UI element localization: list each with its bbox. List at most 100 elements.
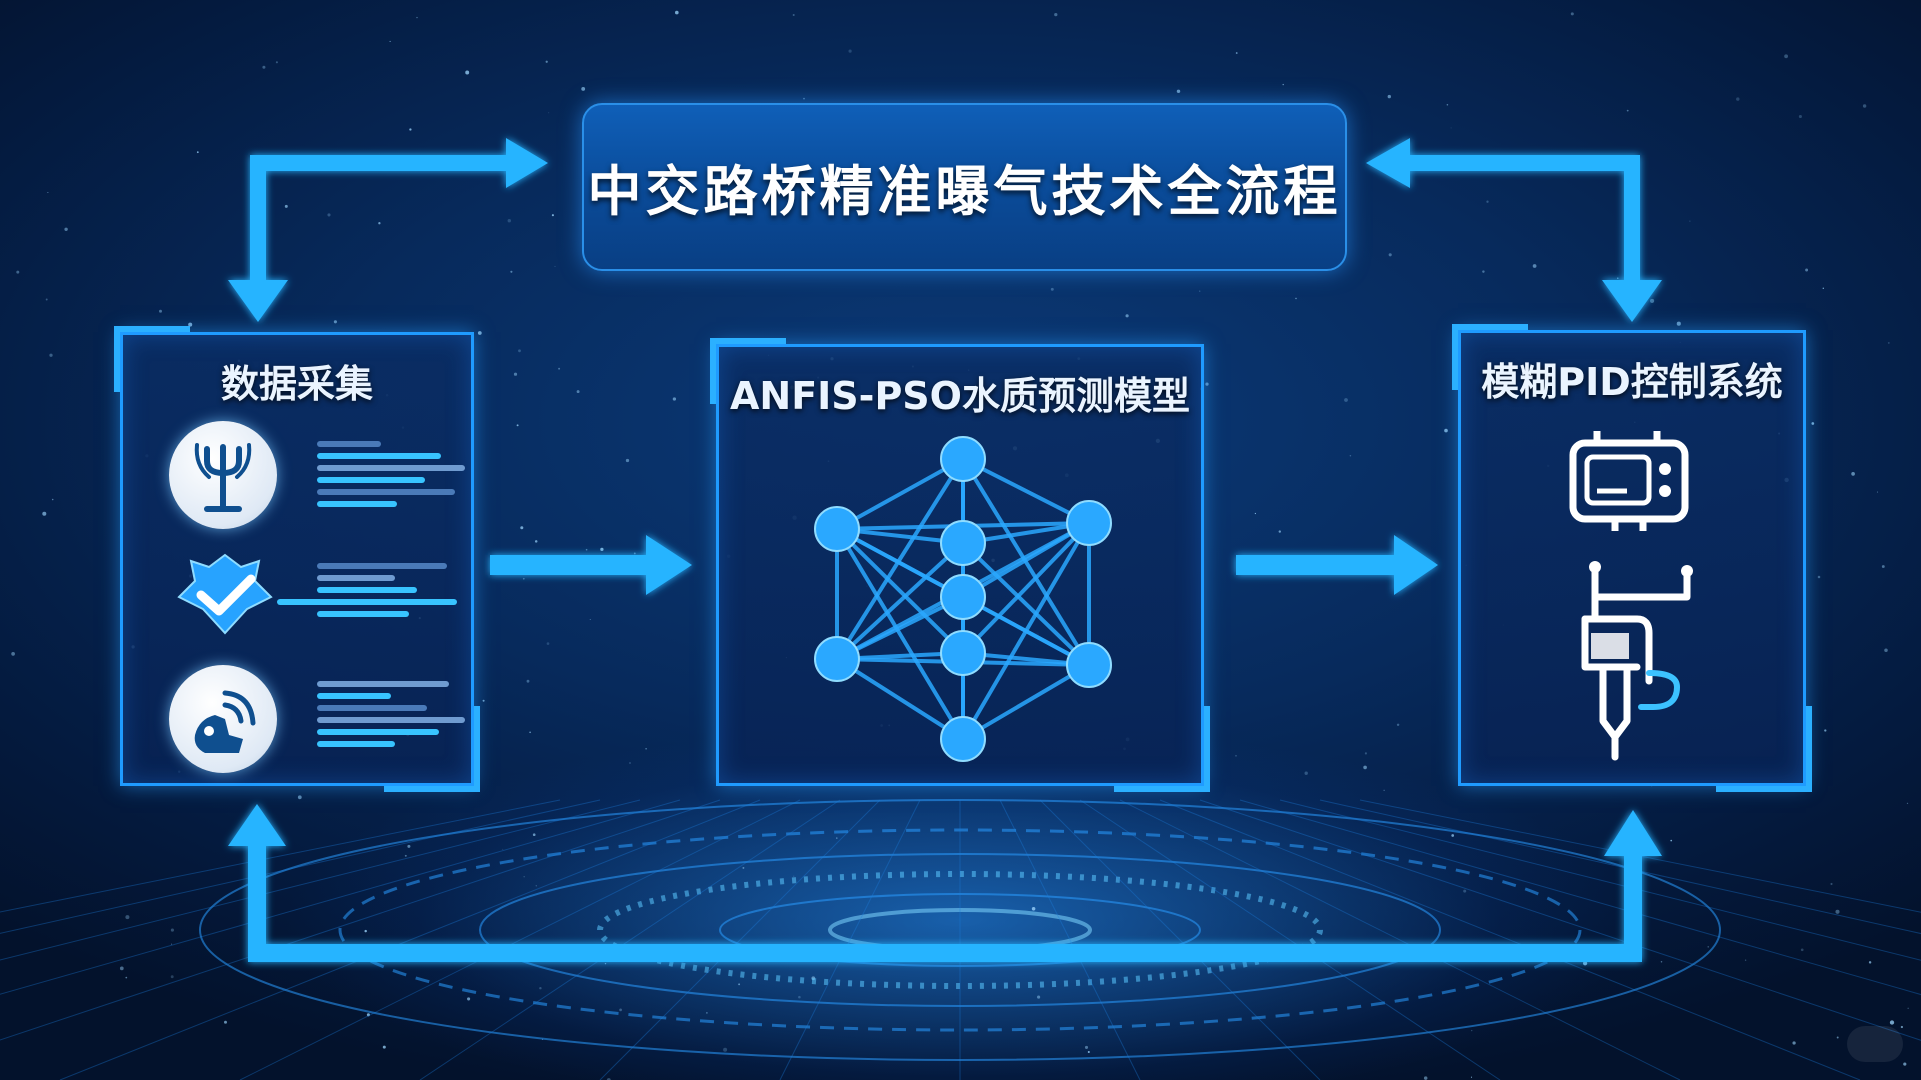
star-decoration	[539, 986, 542, 990]
star-decoration	[793, 875, 795, 877]
star-decoration	[477, 331, 482, 335]
star-decoration	[1388, 253, 1392, 257]
star-decoration	[1383, 789, 1385, 791]
network-edge	[961, 663, 1091, 741]
star-decoration	[1446, 103, 1449, 106]
star-decoration	[1830, 882, 1833, 886]
network-edge	[836, 457, 964, 531]
panel-title-control: 模糊PID控制系统	[1481, 360, 1783, 404]
grid-line-decoration	[1039, 799, 1321, 1080]
star-decoration	[1582, 961, 1588, 966]
network-node	[1066, 500, 1112, 546]
grid-line-decoration	[1239, 799, 1921, 996]
star-decoration	[535, 885, 537, 887]
star-decoration	[520, 526, 524, 530]
network-node	[814, 636, 860, 682]
network-edge	[961, 521, 1091, 655]
star-decoration	[1278, 530, 1281, 533]
data-lines-decoration	[317, 681, 467, 753]
star-decoration	[1903, 1062, 1907, 1066]
arrow-bottom-loop	[228, 804, 1662, 962]
star-decoration	[1125, 314, 1129, 318]
grid-line-decoration	[1319, 799, 1921, 935]
star-decoration	[196, 151, 199, 154]
star-decoration	[389, 40, 391, 42]
star-decoration	[803, 97, 805, 100]
grid-line-decoration	[0, 799, 721, 1041]
star-decoration	[672, 397, 677, 401]
star-decoration	[742, 866, 745, 869]
star-decoration	[1876, 491, 1879, 493]
star-decoration	[675, 10, 679, 15]
grid-line-decoration	[1079, 799, 1501, 1080]
star-decoration	[526, 679, 530, 683]
network-edge	[836, 595, 964, 661]
grid-line-decoration	[0, 799, 641, 961]
star-decoration	[1396, 723, 1400, 727]
star-decoration	[1176, 89, 1181, 94]
star-decoration	[551, 214, 554, 217]
network-node	[940, 630, 986, 676]
star-decoration	[1851, 472, 1855, 476]
grid-line-decoration	[419, 799, 841, 1080]
star-decoration	[1387, 94, 1391, 99]
star-decoration	[224, 1020, 227, 1024]
star-decoration	[170, 975, 174, 979]
star-decoration	[1862, 104, 1867, 108]
star-decoration	[723, 1047, 728, 1052]
star-decoration	[125, 915, 130, 920]
star-decoration	[1881, 565, 1885, 568]
star-decoration	[1900, 1025, 1904, 1029]
panel-corner-decoration	[384, 706, 480, 792]
star-decoration	[510, 270, 513, 273]
antenna-sensor-icon	[169, 421, 277, 529]
star-decoration	[1364, 752, 1367, 755]
star-decoration	[1650, 298, 1655, 303]
data-lines-decoration	[277, 563, 467, 623]
star-decoration	[633, 552, 636, 555]
network-node	[814, 506, 860, 552]
page-title: 中交路桥精准曝气技术全流程	[587, 160, 1342, 223]
star-decoration	[467, 997, 471, 1001]
star-decoration	[589, 619, 591, 620]
grid-line-decoration	[1199, 799, 1921, 1041]
star-decoration	[1087, 1050, 1090, 1054]
star-decoration	[262, 65, 266, 69]
star-decoration	[1050, 287, 1054, 291]
star-decoration	[159, 309, 162, 313]
star-decoration	[1689, 220, 1691, 222]
star-decoration	[1199, 290, 1201, 292]
star-decoration	[1235, 755, 1237, 757]
network-edge	[835, 541, 965, 661]
controller-device-icon	[1567, 425, 1697, 541]
network-edge	[835, 457, 965, 661]
star-decoration	[119, 966, 124, 971]
star-decoration	[546, 642, 550, 645]
star-decoration	[513, 372, 518, 376]
grid-line-decoration	[1159, 799, 1861, 1080]
star-decoration	[1470, 1076, 1473, 1078]
panel-corner-decoration	[1716, 706, 1812, 792]
panel-corner-decoration	[710, 338, 786, 404]
aeration-valve-icon	[1581, 561, 1711, 765]
star-decoration	[1676, 321, 1681, 326]
star-decoration	[518, 349, 521, 353]
star-decoration	[548, 112, 550, 114]
star-decoration	[1887, 341, 1890, 344]
check-badge-icon	[175, 549, 275, 643]
star-decoration	[333, 320, 337, 324]
star-decoration	[407, 844, 411, 848]
star-decoration	[1824, 729, 1827, 732]
star-decoration	[1889, 1020, 1895, 1025]
grid-line-decoration	[1119, 799, 1681, 1080]
star-decoration	[1463, 889, 1467, 893]
wireless-device-icon	[169, 665, 277, 773]
arrow-collection-to-model	[490, 535, 692, 595]
grid-line-decoration	[239, 799, 801, 1080]
star-decoration	[1660, 961, 1663, 963]
star-decoration	[600, 547, 604, 552]
star-decoration	[11, 652, 15, 656]
star-decoration	[404, 854, 407, 857]
